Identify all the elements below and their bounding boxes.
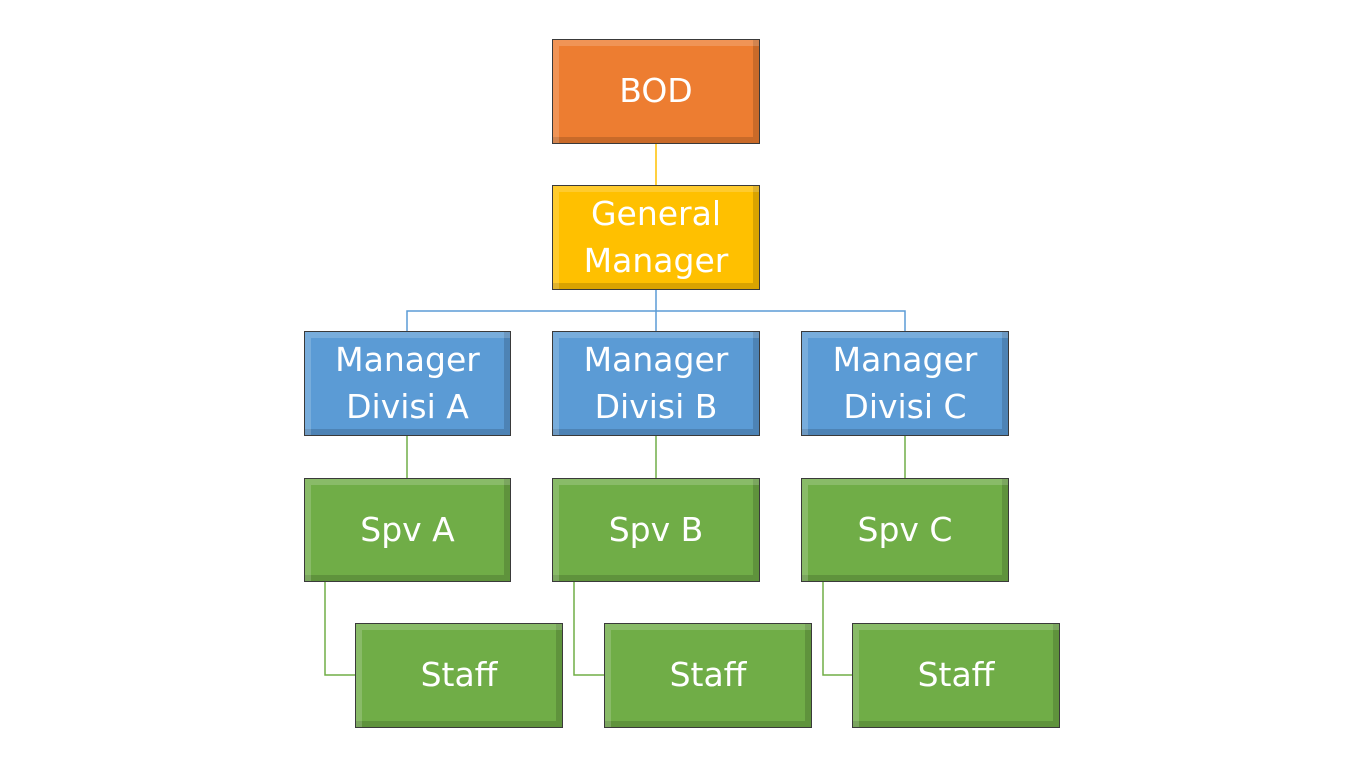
staff-a-label: Staff [420,655,498,695]
staff-b-box: Staff [604,623,812,728]
manager-divisi-b-label: Manager Divisi B [583,339,729,426]
general-manager-label: General Manager [583,193,729,280]
connector-spv-c-staff [822,581,854,676]
manager-divisi-a-label: Manager Divisi A [335,339,480,426]
spv-a-label: Spv A [360,509,455,549]
bod-box: BOD [552,39,760,144]
manager-divisi-a-box: Manager Divisi A [304,331,511,436]
spv-c-box: Spv C [801,478,1009,582]
manager-divisi-c-box: Manager Divisi C [801,331,1009,436]
connector-spv-b-staff [573,581,605,676]
manager-divisi-c-label: Manager Divisi C [832,339,978,426]
spv-c-label: Spv C [857,509,953,549]
staff-b-label: Staff [669,655,747,695]
spv-b-box: Spv B [552,478,760,582]
spv-b-label: Spv B [608,509,704,549]
staff-c-box: Staff [852,623,1060,728]
bod-label: BOD [619,71,693,111]
manager-divisi-b-box: Manager Divisi B [552,331,760,436]
connector-spv-a-staff [324,581,356,676]
general-manager-box: General Manager [552,185,760,290]
staff-a-box: Staff [355,623,563,728]
staff-c-label: Staff [917,655,995,695]
spv-a-box: Spv A [304,478,511,582]
